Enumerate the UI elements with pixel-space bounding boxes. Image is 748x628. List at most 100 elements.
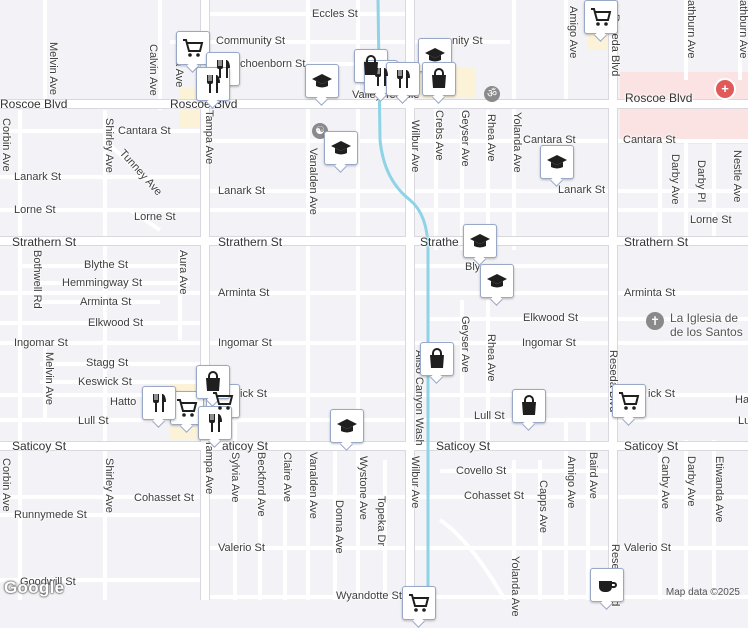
label-valerio: Valerio St: [218, 542, 265, 554]
label-lorne: Lorne St: [134, 211, 176, 223]
restaurant-icon[interactable]: [142, 386, 176, 420]
label-lanark: Lanark St: [558, 184, 606, 196]
label-yolanda: Yolanda Ave: [511, 112, 523, 173]
school-icon[interactable]: [305, 64, 339, 98]
shopping-cart-icon[interactable]: [584, 0, 618, 34]
label-lorne: Lorne St: [690, 214, 732, 226]
label-iglesia: La Iglesia de: [670, 311, 739, 325]
school-icon[interactable]: [480, 264, 514, 298]
label-lull: Lu: [738, 415, 748, 427]
map-attribution: Map data ©2025: [665, 587, 740, 598]
label-hemmingway: Hemmingway St: [62, 277, 143, 289]
label-cantara: Cantara St: [118, 125, 171, 137]
label-saticoy: Saticoy St: [624, 439, 679, 453]
school-icon[interactable]: [463, 224, 497, 258]
restaurant-icon[interactable]: [196, 67, 230, 101]
school-icon[interactable]: [324, 131, 358, 165]
aliso-canyon-wash: [376, 0, 430, 600]
school-icon[interactable]: [330, 409, 364, 443]
label-runnymede: Runnymede St: [14, 509, 87, 521]
label-wyandotte: Wyandotte St: [336, 590, 402, 602]
label-tampa: Tampa Ave: [203, 110, 215, 165]
label-sylvia: Sylvia Ave: [229, 452, 241, 503]
label-eccles: Eccles St: [312, 8, 358, 20]
label-saticoy: aticoy St: [222, 439, 269, 453]
label-ingomar: Ingomar St: [218, 337, 272, 349]
label-arminta: Arminta St: [624, 287, 676, 299]
label-community: Community St: [216, 35, 286, 47]
label-valerio: Valerio St: [624, 542, 671, 554]
label-shirley: Shirley Ave: [103, 458, 115, 513]
label-topeka: Topeka Dr: [375, 496, 387, 547]
label-yolanda: Yolanda Ave: [509, 556, 521, 617]
label-keswick: ick St: [648, 388, 675, 400]
label-roscoe: Roscoe Blvd: [625, 91, 693, 105]
label-blythe: Bly: [465, 261, 481, 273]
label-covello: Covello St: [456, 465, 507, 477]
label-corbin: Corbin Ave: [0, 458, 12, 512]
church-icon[interactable]: ✝: [646, 312, 664, 330]
label-claire: Claire Ave: [281, 452, 293, 502]
label-beckford: Beckford Ave: [255, 452, 267, 517]
label-unnamed-ave: athburn Ave: [737, 0, 748, 59]
label-geyser: Geyser Ave: [459, 110, 471, 167]
cafe-icon[interactable]: [590, 568, 624, 602]
label-strathern: Strathern St: [218, 235, 283, 249]
label-cohasset: Cohasset St: [134, 492, 194, 504]
label-iglesia: de los Santos: [670, 325, 743, 339]
label-corbin: Corbin Ave: [0, 118, 12, 172]
label-saticoy: Saticoy St: [12, 439, 67, 453]
label-crebs: Crebs Ave: [433, 110, 445, 161]
label-cantara: Cantara St: [623, 134, 676, 146]
label-melvin: Melvin Ave: [47, 42, 59, 95]
restaurant-icon[interactable]: [198, 406, 232, 440]
shopping-bag-icon[interactable]: [354, 49, 388, 83]
label-rhea: Rhea Ave: [485, 114, 497, 162]
label-baird: Baird Ave: [587, 452, 599, 499]
temple-icon[interactable]: ॐ: [484, 86, 500, 102]
label-blythe: Blythe St: [84, 259, 129, 271]
label-community: nity St: [452, 35, 483, 47]
label-nestle: Nestle Ave: [731, 150, 743, 203]
label-hatto: Hatto: [110, 396, 137, 408]
shopping-cart-icon[interactable]: [612, 384, 646, 418]
label-strathern: Strathe: [420, 235, 459, 249]
shopping-cart-icon[interactable]: [402, 586, 436, 620]
label-stagg: Stagg St: [86, 357, 129, 369]
school-icon[interactable]: [540, 145, 574, 179]
label-bothwell: Bothwell Rd: [31, 250, 43, 309]
label-etiwanda: Etiwanda Ave: [713, 456, 725, 523]
shopping-bag-icon[interactable]: [422, 62, 456, 96]
label-roscoe: Roscoe Blvd: [170, 97, 238, 111]
label-aura: Aura Ave: [177, 250, 189, 295]
label-vanalden: Vanalden Ave: [307, 148, 319, 215]
label-geyser: Geyser Ave: [459, 316, 471, 373]
label-strathern: Strathern St: [624, 235, 689, 249]
label-wathburn: athburn Ave: [685, 0, 697, 59]
restaurant-icon[interactable]: [364, 60, 398, 94]
label-strathern: Strathern St: [12, 235, 77, 249]
label-goodwill: Goodwill St: [20, 576, 76, 588]
shopping-bag-icon[interactable]: [420, 342, 454, 376]
label-lorne: Lorne St: [14, 204, 56, 216]
label-amigo: Amigo Ave: [567, 6, 579, 59]
label-schoenborn: choenborn St: [240, 58, 306, 70]
shopping-cart-icon[interactable]: [176, 31, 210, 65]
label-ha: Ha: [735, 394, 748, 406]
label-ingomar: Ingomar St: [14, 337, 68, 349]
google-logo: Google: [4, 578, 65, 597]
label-lull: Lull St: [474, 410, 505, 422]
restaurant-icon[interactable]: [386, 62, 420, 96]
hospital-icon[interactable]: +: [714, 78, 736, 100]
label-wystone: Wystone Ave: [357, 456, 369, 520]
label-tampa: Tampa Ave: [203, 440, 215, 495]
label-capps: Capps Ave: [537, 480, 549, 534]
shopping-cart-icon[interactable]: [170, 391, 204, 425]
shopping-bag-icon[interactable]: [196, 365, 230, 399]
label-lanark: Lanark St: [218, 185, 266, 197]
shopping-bag-icon[interactable]: [512, 389, 546, 423]
label-darby: Darby Ave: [685, 456, 697, 507]
label-elkwood: Elkwood St: [88, 317, 144, 329]
label-keswick: ick St: [240, 388, 267, 400]
label-melvin: Melvin Ave: [43, 352, 55, 405]
